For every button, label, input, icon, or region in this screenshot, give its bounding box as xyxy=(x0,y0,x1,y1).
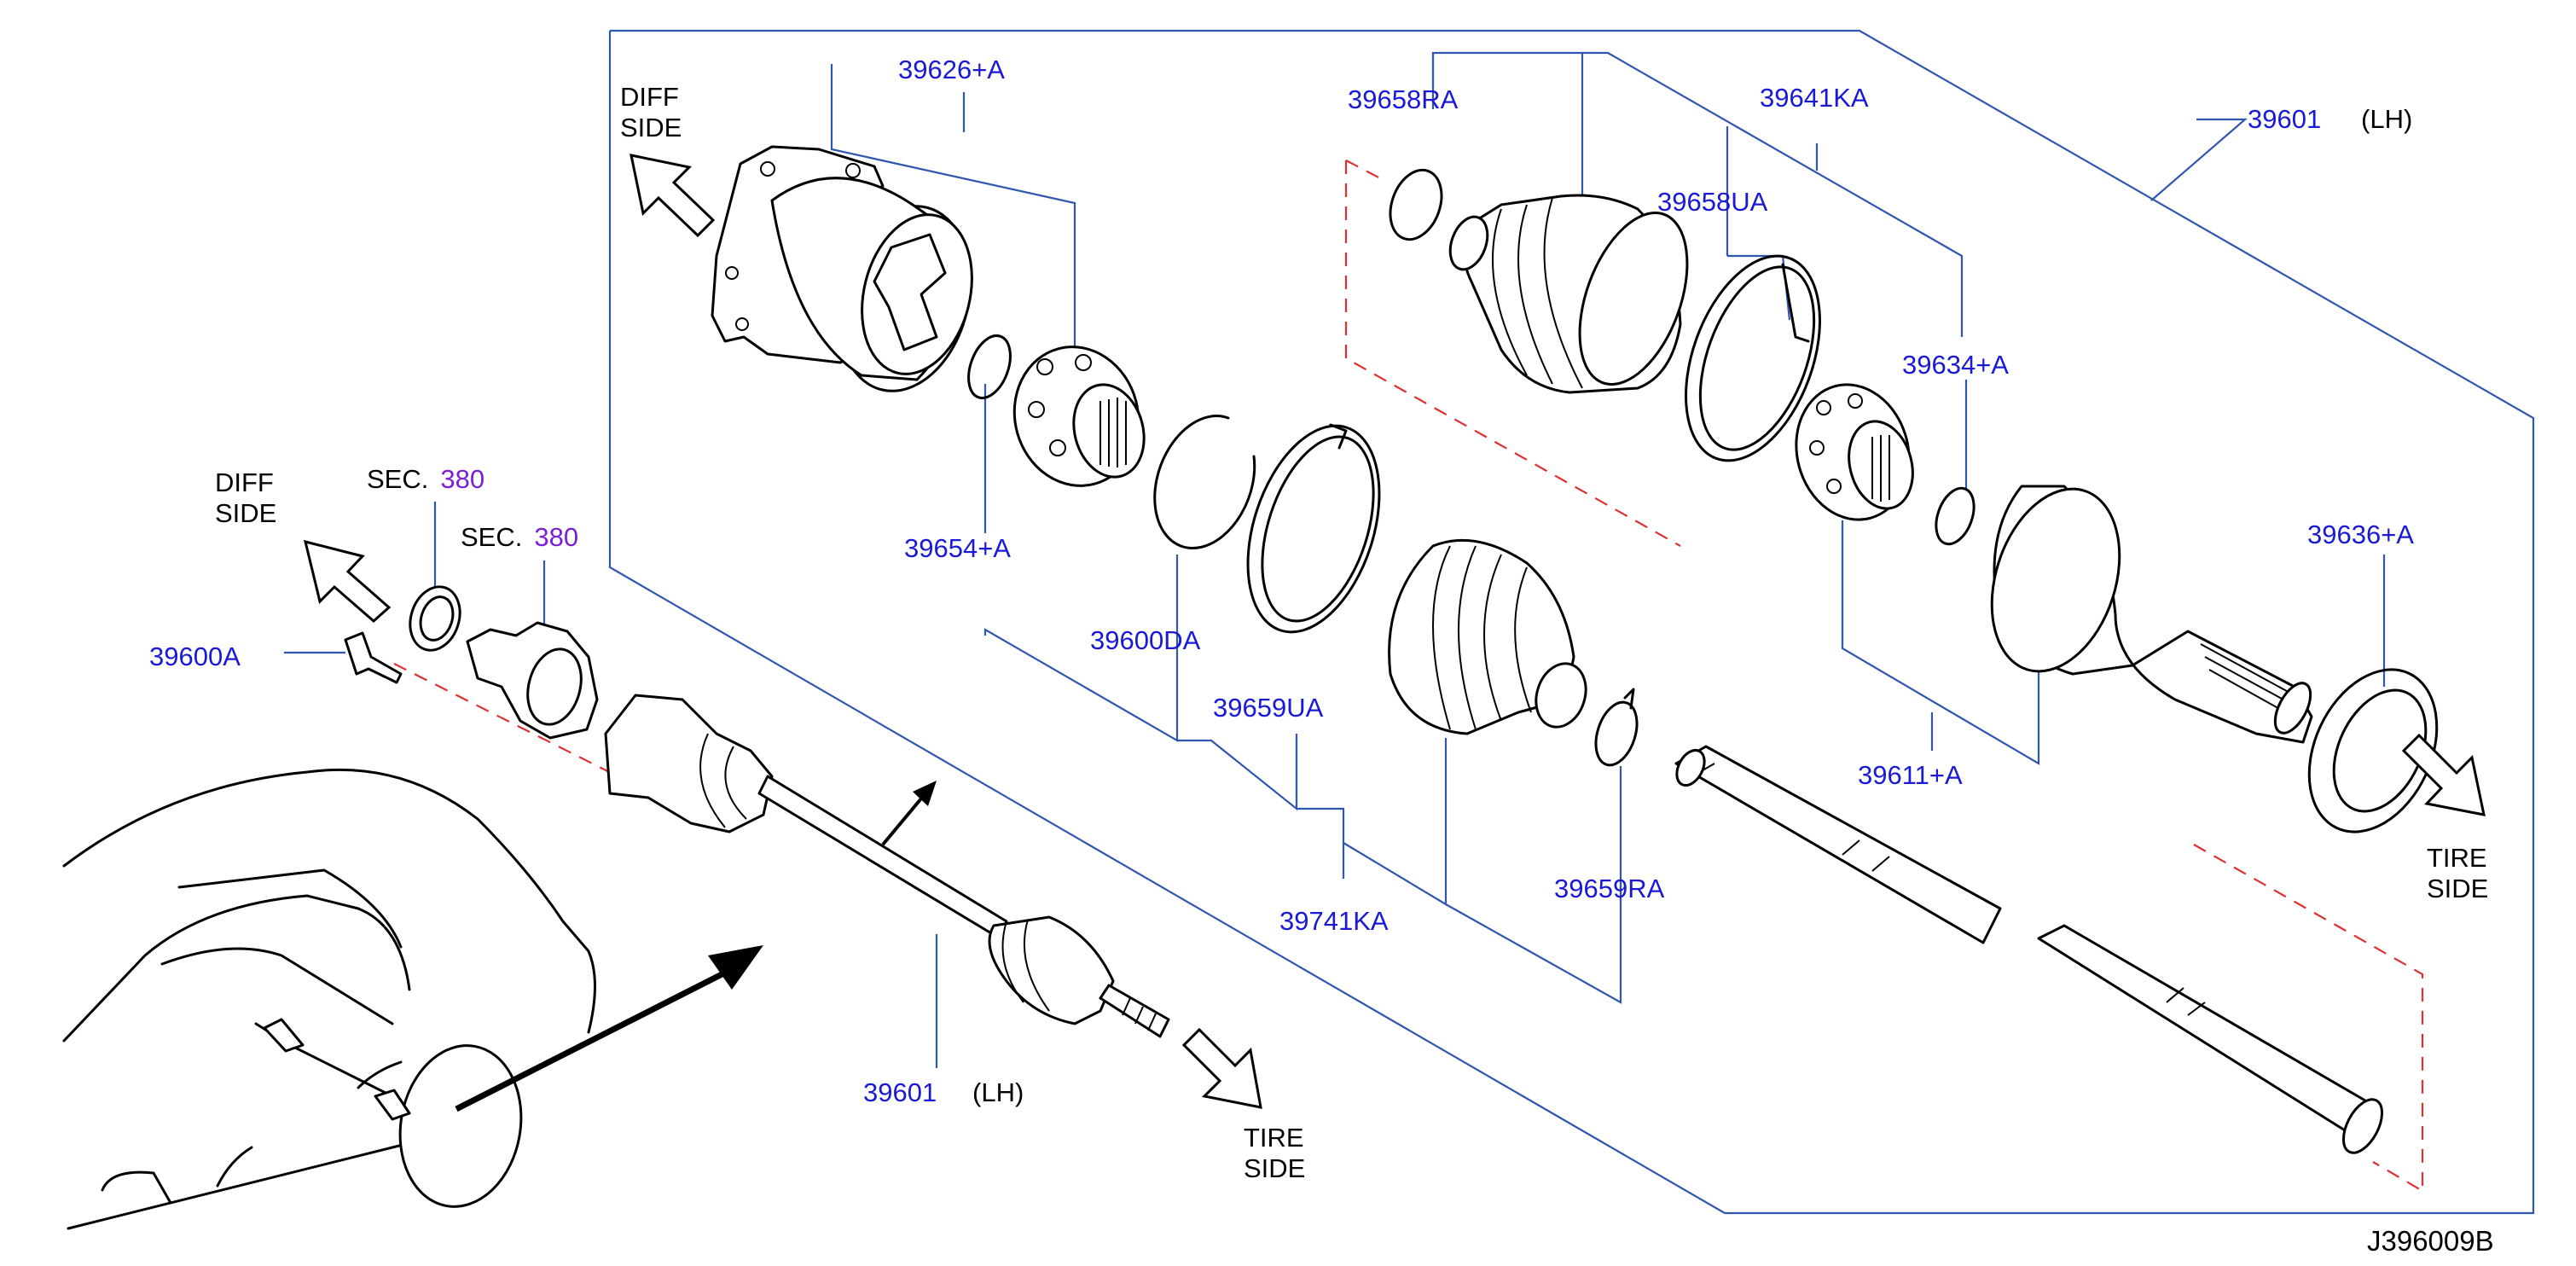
band-39658UA-part xyxy=(1685,254,1821,462)
drive-shaft-assembly-part xyxy=(604,694,1170,1038)
callout-39634A[interactable]: 39634+A xyxy=(1902,350,2009,380)
callout-39600A[interactable]: 39600A xyxy=(149,642,241,671)
callout-39658UA[interactable]: 39658UA xyxy=(1657,187,1768,217)
section-references: SEC. 380 SEC. 380 xyxy=(367,464,578,552)
callout-39626A[interactable]: 39626+A xyxy=(898,55,1005,84)
oil-seal-part xyxy=(409,585,461,652)
diff-side-left-arrow xyxy=(303,539,392,623)
section-ref-1[interactable]: SEC. 380 xyxy=(367,464,484,494)
callout-39659RA[interactable]: 39659RA xyxy=(1554,874,1665,903)
outer-boot-part xyxy=(1448,194,1689,394)
callout-lh-top: (LH) xyxy=(2361,104,2412,134)
diff-side-upper-label-1: DIFF xyxy=(620,82,679,112)
section-ref-1-prefix: SEC. xyxy=(367,464,428,494)
snap-ring-39600DA-part xyxy=(1153,415,1256,549)
vehicle-illustration xyxy=(62,768,596,1230)
phantom-lines xyxy=(393,160,2424,1193)
tire-side-right-label-2: SIDE xyxy=(2427,874,2488,903)
tire-side-lower-arrow xyxy=(1181,1027,1262,1109)
diff-side-upper-label-2: SIDE xyxy=(620,113,682,142)
section-ref-2[interactable]: SEC. 380 xyxy=(461,522,578,552)
inner-spider-part xyxy=(1012,346,1146,487)
tire-side-right-arrow xyxy=(2401,733,2486,816)
outer-inner-race-part xyxy=(1795,383,1914,521)
tire-side-right-label-1: TIRE xyxy=(2427,843,2487,873)
callout-39600DA[interactable]: 39600DA xyxy=(1090,625,1201,655)
diagram-code: J396009B xyxy=(2367,1225,2494,1257)
callout-39741KA[interactable]: 39741KA xyxy=(1279,906,1389,936)
callout-39654A[interactable]: 39654+A xyxy=(904,533,1011,563)
direction-labels: DIFF SIDE DIFF SIDE TIRE SIDE TIRE SIDE xyxy=(215,82,2488,1183)
callout-39658RA[interactable]: 39658RA xyxy=(1348,84,1459,114)
boot-band-large-part xyxy=(1246,423,1381,634)
diff-side-upper-arrow xyxy=(629,154,716,238)
companion-flange-part xyxy=(466,621,599,740)
boot-band-small-part xyxy=(1594,688,1639,767)
inner-boot-part xyxy=(1388,538,1587,735)
center-shaft-part xyxy=(1674,745,2384,1154)
section-ref-2-prefix: SEC. xyxy=(461,522,522,552)
location-pointer-arrow xyxy=(455,945,763,1112)
band-39658RA-part xyxy=(1389,168,1443,241)
callout-39641KA[interactable]: 39641KA xyxy=(1760,83,1869,113)
callout-39659UA[interactable]: 39659UA xyxy=(1213,693,1324,723)
inner-joint-housing-part xyxy=(711,145,973,392)
circlip-39634A-part xyxy=(1935,486,1976,546)
diff-side-left-label-1: DIFF xyxy=(215,467,274,497)
snap-ring-upper-part xyxy=(967,334,1012,399)
diff-side-left-label-2: SIDE xyxy=(215,498,276,528)
assembly-direction-arrow xyxy=(881,781,937,846)
dust-seal-part xyxy=(2307,668,2439,833)
callout-39601-top[interactable]: 39601 xyxy=(2248,104,2321,134)
callout-39601-bottom[interactable]: 39601 xyxy=(863,1077,937,1107)
part-number-callouts: 39626+A 39658RA 39641KA 39601 (LH) 39658… xyxy=(149,55,2414,1107)
callout-39611A[interactable]: 39611+A xyxy=(1858,760,1963,790)
outer-joint-shaft-part xyxy=(1990,485,2313,744)
tire-side-lower-label-1: TIRE xyxy=(1244,1123,1304,1153)
section-ref-1-number[interactable]: 380 xyxy=(440,464,484,494)
tire-side-lower-label-2: SIDE xyxy=(1244,1153,1305,1183)
callout-lh-bottom: (LH) xyxy=(972,1077,1024,1107)
section-ref-2-number[interactable]: 380 xyxy=(534,522,578,552)
leader-lines xyxy=(284,51,2386,1068)
bolt-39600A-part xyxy=(344,631,403,684)
callout-39636A[interactable]: 39636+A xyxy=(2307,520,2414,549)
exploded-group-boundary xyxy=(608,29,2535,1215)
